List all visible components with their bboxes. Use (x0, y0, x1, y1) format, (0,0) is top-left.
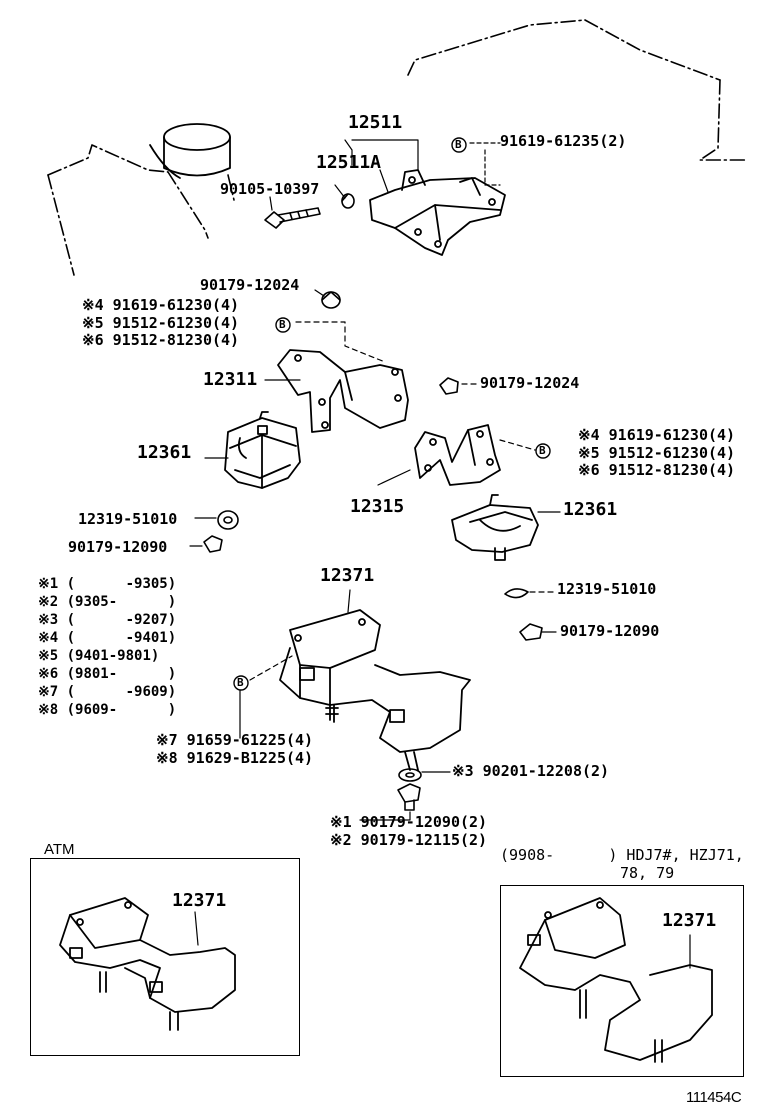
part-90179-12024-upper-label: 90179-12024 (200, 276, 300, 294)
circle-marker-b: B (237, 676, 244, 689)
part-12361-left-label: 12361 (137, 442, 192, 463)
date-note: ※7 ( -9609) (38, 684, 177, 700)
figure-code: 111454C (686, 1089, 742, 1106)
engine-mount-bracket-12511 (369, 169, 506, 256)
nut-90179-12024-lower (439, 377, 459, 395)
part-91512-81230-right-label: ※6 91512-81230(4) (578, 461, 736, 479)
rear-mount-12371-main (279, 609, 471, 771)
part-12361-right-label: 12361 (563, 499, 618, 520)
date-notes-list: ※1 ( -9305) ※2 (9305- ) ※3 ( -9207) ※4 (… (38, 577, 176, 721)
engine-mount-insulator-12361-left (224, 411, 301, 489)
circle-marker-b: B (539, 444, 546, 457)
date-note: ※4 ( -9401) (38, 630, 177, 646)
date-note: ※6 (9801- ) (38, 666, 177, 682)
hdj-inset-box (500, 885, 744, 1077)
part-90179-12024-lower-label: 90179-12024 (480, 374, 580, 392)
engine-mount-bracket-12315 (414, 424, 501, 486)
hdj-mount-drawing (519, 897, 713, 1063)
part-12511a-label: 12511A (316, 152, 382, 173)
part-90179-12090-left-label: 90179-12090 (68, 538, 168, 556)
part-91619-61235-label: 91619-61235(2) (500, 132, 627, 150)
part-90179-12090-bolt-label: ※1 90179-12090(2) (330, 813, 488, 831)
engine-mount-insulator-12361-right (451, 494, 539, 561)
part-90201-12208-label: ※3 90201-12208(2) (452, 762, 610, 780)
part-90179-12115-bolt-label: ※2 90179-12115(2) (330, 831, 488, 849)
date-note: ※8 (9609- ) (38, 702, 177, 718)
part-91619-61230-left-label: ※4 91619-61230(4) (82, 296, 240, 314)
part-90105-10397-label: 90105-10397 (220, 180, 320, 198)
atm-inset-box (30, 858, 300, 1056)
date-note: ※3 ( -9207) (38, 612, 177, 628)
part-12371-atm-label: 12371 (172, 890, 227, 911)
nut-90179-12024-upper (321, 291, 341, 309)
leader-12511a (379, 169, 389, 193)
part-91512-81230-left-label: ※6 91512-81230(4) (82, 331, 240, 349)
nut-90179-12090-left (203, 535, 223, 553)
model-applicability-note-2: 78, 79 (620, 864, 675, 882)
engine-outline (47, 19, 746, 276)
nut-90179-12090-right (519, 623, 543, 641)
model-applicability-note: (9908- ) HDJ7#, HZJ71, (500, 846, 744, 864)
leader-12511 (344, 139, 419, 171)
part-91512-61230-left-label: ※5 91512-61230(4) (82, 314, 240, 332)
part-91629-b1225-label: ※8 91629-B1225(4) (156, 749, 314, 767)
washer-90201-12208 (398, 768, 422, 782)
oil-filler-cap (149, 123, 231, 179)
circle-markers (233, 137, 551, 691)
part-91659-61225-label: ※7 91659-61225(4) (156, 731, 314, 749)
stopper-12319-51010-right (504, 588, 529, 599)
part-90179-12090-right-label: 90179-12090 (560, 622, 660, 640)
part-12311-label: 12311 (203, 369, 258, 390)
stopper-12319-51010-left (217, 510, 239, 530)
nut-90179-12090-bottom (397, 783, 421, 811)
leader-91619-61235 (469, 142, 501, 186)
part-12319-51010-right-label: 12319-51010 (557, 580, 657, 598)
part-12319-51010-left-label: 12319-51010 (78, 510, 178, 528)
part-91512-61230-right-label: ※5 91512-61230(4) (578, 444, 736, 462)
date-note: ※1 ( -9305) (38, 576, 177, 592)
circle-marker-b: B (455, 138, 462, 151)
part-91619-61230-right-label: ※4 91619-61230(4) (578, 426, 736, 444)
atm-inset-title: ATM (44, 841, 75, 858)
engine-mount-bracket-12311 (277, 349, 409, 433)
bolt-90105-10397 (264, 207, 321, 229)
circle-marker-b: B (279, 318, 286, 331)
part-12371-hdj-label: 12371 (662, 910, 717, 931)
date-note: ※5 (9401-9801) (38, 648, 160, 664)
atm-mount-drawing (59, 897, 236, 1031)
part-12315-label: 12315 (350, 496, 405, 517)
part-12511-label: 12511 (348, 112, 403, 133)
part-12371-main-label: 12371 (320, 565, 375, 586)
date-note: ※2 (9305- ) (38, 594, 177, 610)
